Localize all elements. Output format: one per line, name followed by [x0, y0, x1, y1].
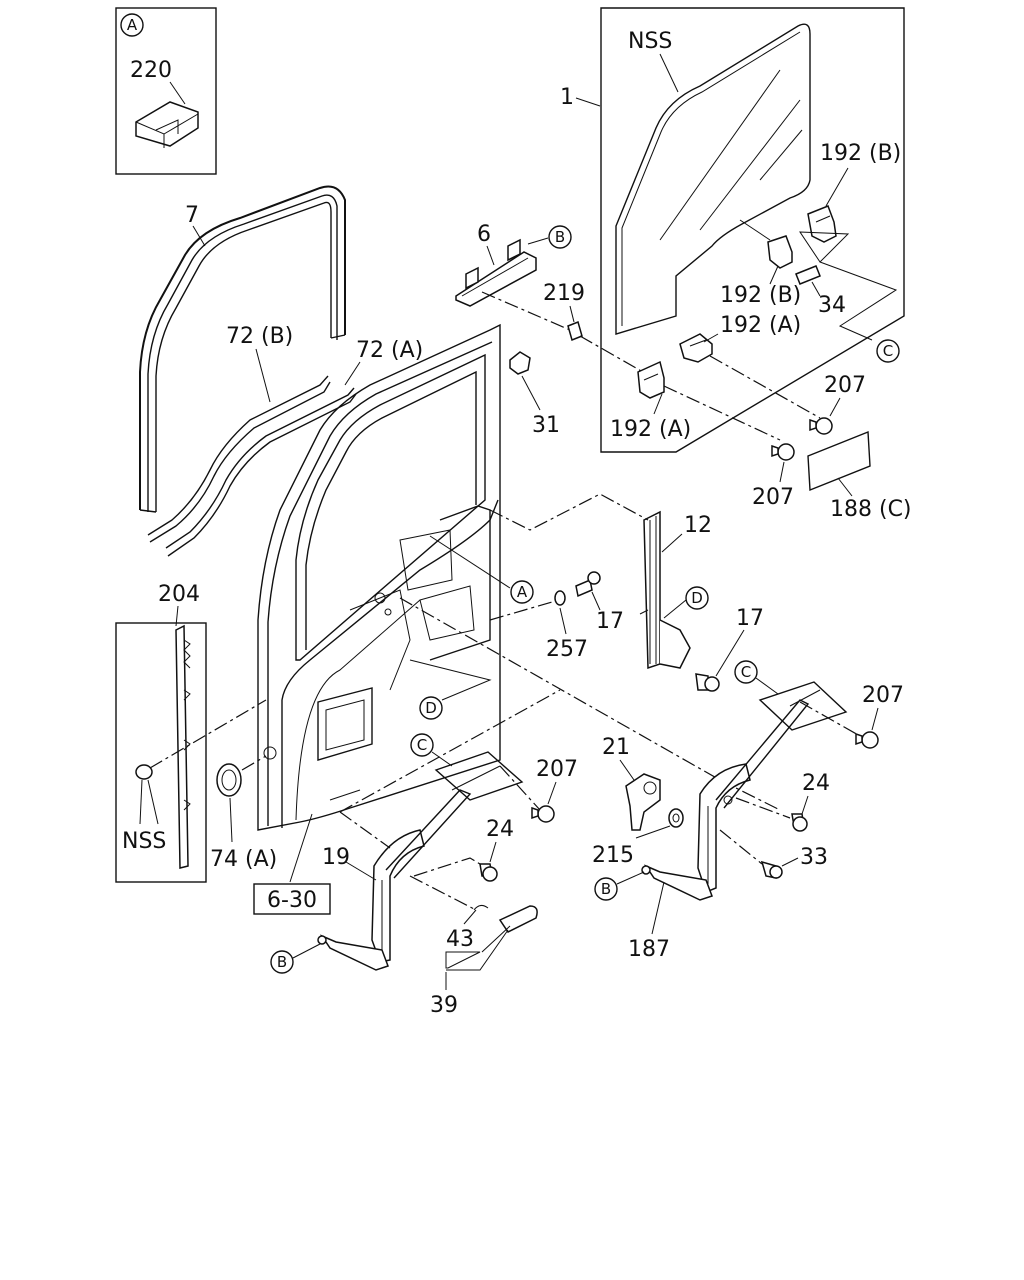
inset-a-box: A 220 [115, 7, 217, 175]
glass-box [600, 7, 905, 453]
label-34: 34 [818, 293, 846, 318]
label-74a: 74 (A) [210, 847, 277, 872]
washer-215 [668, 808, 684, 828]
callout-b-slide: B [548, 225, 572, 249]
label-1: 1 [560, 85, 574, 110]
tape-188c [807, 430, 871, 492]
ref-box-6-30: 6-30 [253, 883, 331, 915]
bracket-192b-upper [807, 205, 837, 243]
label-207-right: 207 [862, 683, 904, 708]
label-12: 12 [684, 513, 712, 538]
label-220: 220 [130, 58, 172, 83]
weatherstrip-72 [147, 375, 357, 557]
bracket-192a-right [679, 333, 713, 363]
callout-a-door: A [510, 580, 534, 604]
label-192a-right: 192 (A) [720, 313, 801, 338]
label-7: 7 [185, 203, 199, 228]
label-207-left: 207 [536, 757, 578, 782]
label-187: 187 [628, 937, 670, 962]
label-43: 43 [446, 927, 474, 952]
label-188c: 188 (C) [830, 497, 912, 522]
svg-text:A: A [517, 583, 528, 601]
label-207-upper-right: 207 [824, 373, 866, 398]
label-72a: 72 (A) [356, 338, 423, 363]
bolt-24-right [791, 813, 808, 832]
label-21: 21 [602, 735, 630, 760]
label-nss-glass: NSS [628, 29, 672, 54]
label-215: 215 [592, 843, 634, 868]
label-39: 39 [430, 993, 458, 1018]
bolt-207-upper-right [809, 417, 833, 435]
label-219: 219 [543, 281, 585, 306]
bolt-207-right [855, 731, 879, 749]
label-31: 31 [532, 413, 560, 438]
regulator-187 [641, 699, 810, 901]
svg-text:C: C [741, 663, 751, 681]
label-nss-204: NSS [122, 829, 166, 854]
label-24-left: 24 [486, 817, 514, 842]
label-24-right: 24 [802, 771, 830, 796]
callout-a: A [120, 13, 144, 37]
svg-text:A: A [127, 16, 138, 34]
svg-text:B: B [555, 228, 565, 246]
label-72b: 72 (B) [226, 324, 293, 349]
handle-39 [473, 904, 538, 933]
rail-12 [639, 510, 691, 670]
label-19: 19 [322, 845, 350, 870]
svg-text:B: B [601, 880, 611, 898]
door-panel [257, 323, 501, 831]
label-204: 204 [158, 582, 200, 607]
clip-220-part [135, 101, 199, 148]
svg-text:C: C [417, 736, 427, 754]
clip-219 [567, 320, 583, 342]
label-6: 6 [477, 222, 491, 247]
label-192a-left: 192 (A) [610, 417, 691, 442]
bracket-192a-left [637, 360, 665, 399]
callout-d-rail: D [685, 586, 709, 610]
bolt-17-lower [695, 673, 720, 692]
clip-31 [509, 351, 531, 375]
svg-text:6-30: 6-30 [267, 888, 317, 913]
label-192b-lower: 192 (B) [720, 283, 801, 308]
callout-d-door: D [419, 696, 443, 720]
inset-204-box [115, 622, 207, 883]
slide-6 [455, 238, 537, 307]
callout-b-left: B [270, 950, 294, 974]
svg-text:C: C [883, 342, 893, 360]
callout-c-right: C [734, 660, 758, 684]
grommet-74a [216, 763, 242, 797]
label-257: 257 [546, 637, 588, 662]
callout-c-glass: C [876, 339, 900, 363]
clip-34 [795, 265, 821, 285]
label-192b-upper: 192 (B) [820, 141, 901, 166]
svg-text:B: B [277, 953, 287, 971]
svg-text:D: D [425, 699, 437, 717]
bolt-24-left [479, 863, 498, 882]
callout-c-left: C [410, 733, 434, 757]
svg-text:D: D [691, 589, 703, 607]
label-33: 33 [800, 845, 828, 870]
regulator-19 [317, 789, 472, 971]
label-17-upper: 17 [596, 609, 624, 634]
label-17-lower: 17 [736, 606, 764, 631]
label-207-upper-left: 207 [752, 485, 794, 510]
bolt-17-upper [575, 571, 601, 598]
bolt-207-upper-left [771, 443, 795, 461]
screw-33 [760, 860, 783, 879]
washer-257 [554, 590, 566, 606]
bracket-192b-lower [767, 235, 793, 269]
bolt-207-left [531, 805, 555, 823]
run-channel-7 [139, 185, 346, 513]
callout-b-right: B [594, 877, 618, 901]
bracket-21 [625, 773, 661, 831]
